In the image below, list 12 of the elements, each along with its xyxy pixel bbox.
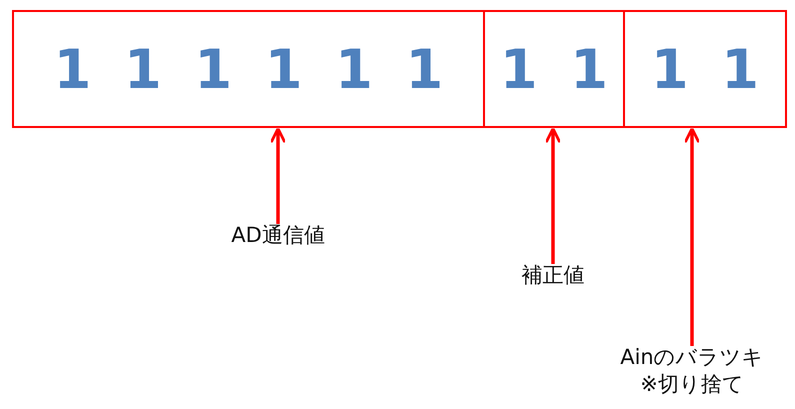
register-cell [483,10,625,128]
field-label: AD通信値 [230,222,326,249]
arrow [544,127,562,264]
arrow [270,127,286,224]
bit-digits: 1 1 [651,38,759,100]
register-cell [12,10,485,128]
bit-digits: 1 1 1 1 1 1 [54,38,444,100]
field-label: 補正値 [520,262,586,289]
field-label: Ainのバラツキ※切り捨て [619,344,765,398]
arrow [684,127,700,346]
bit-digits: 1 1 [500,38,608,100]
register-cell [623,10,787,128]
